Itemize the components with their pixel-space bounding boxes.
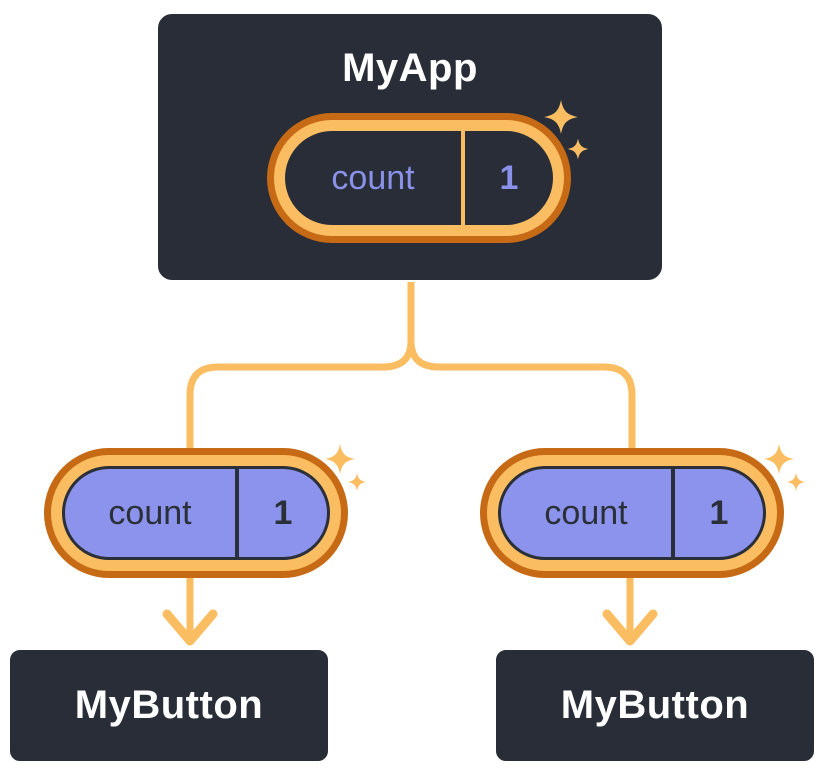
state-label: count bbox=[331, 158, 415, 197]
prop-value: 1 bbox=[273, 493, 293, 532]
pill-divider bbox=[461, 131, 465, 225]
prop-pill-ring: count 1 bbox=[487, 455, 777, 571]
component-node-mybutton-left: MyButton bbox=[8, 648, 330, 763]
pill-divider bbox=[671, 469, 675, 557]
component-title: MyApp bbox=[342, 46, 478, 90]
prop-pill-left: count 1 bbox=[44, 448, 348, 578]
state-pill: count 1 bbox=[267, 113, 571, 243]
right-arrow-down-icon bbox=[602, 609, 658, 646]
prop-label: count bbox=[544, 493, 628, 532]
component-node-mybutton-right: MyButton bbox=[494, 648, 816, 763]
component-title: MyButton bbox=[560, 683, 750, 727]
state-pill-ring: count 1 bbox=[274, 120, 564, 236]
component-title: MyButton bbox=[74, 683, 264, 727]
state-value: 1 bbox=[499, 158, 519, 197]
state-pill-core: count 1 bbox=[285, 131, 553, 225]
pill-divider bbox=[235, 469, 239, 557]
left-arrow-down-icon bbox=[162, 609, 218, 646]
prop-pill-core: count 1 bbox=[62, 466, 330, 560]
prop-pill-right: count 1 bbox=[480, 448, 784, 578]
component-node-myapp: MyApp count 1 bbox=[156, 12, 664, 282]
prop-label: count bbox=[108, 493, 192, 532]
prop-pill-ring: count 1 bbox=[51, 455, 341, 571]
prop-pill-core: count 1 bbox=[498, 466, 766, 560]
prop-value: 1 bbox=[709, 493, 729, 532]
